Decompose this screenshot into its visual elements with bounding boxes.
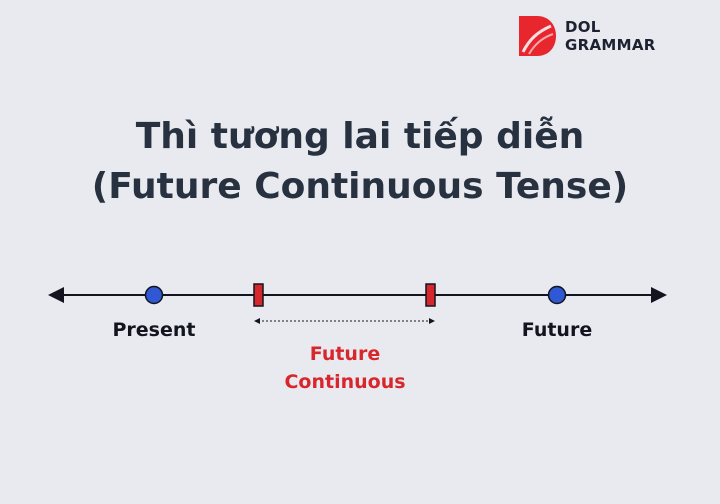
span-right-arrow-icon [429,318,435,324]
page-title: Thì tương lai tiếp diễn (Future Continuo… [0,112,720,212]
logo-text: DOL GRAMMAR [565,18,656,54]
continuous-end-marker [425,283,436,307]
continuous-label-line-1: Future [309,343,381,365]
future-point [547,285,567,305]
continuous-start-marker [253,283,264,307]
dol-grammar-logo: DOL GRAMMAR [515,14,675,60]
logo-line-1: DOL [565,18,601,36]
continuous-label-line-2: Continuous [284,371,406,393]
present-label: Present [112,319,196,341]
span-left-arrow-icon [254,318,260,324]
arrow-left-icon [48,287,64,303]
title-line-2: (Future Continuous Tense) [91,166,629,207]
present-point [144,285,164,305]
future-label: Future [521,319,593,341]
dol-logo-icon [519,16,556,56]
logo-line-2: GRAMMAR [565,36,656,54]
title-line-1: Thì tương lai tiếp diễn [135,116,585,157]
future-continuous-label: Future Continuous [245,340,445,396]
arrow-right-icon [651,287,667,303]
